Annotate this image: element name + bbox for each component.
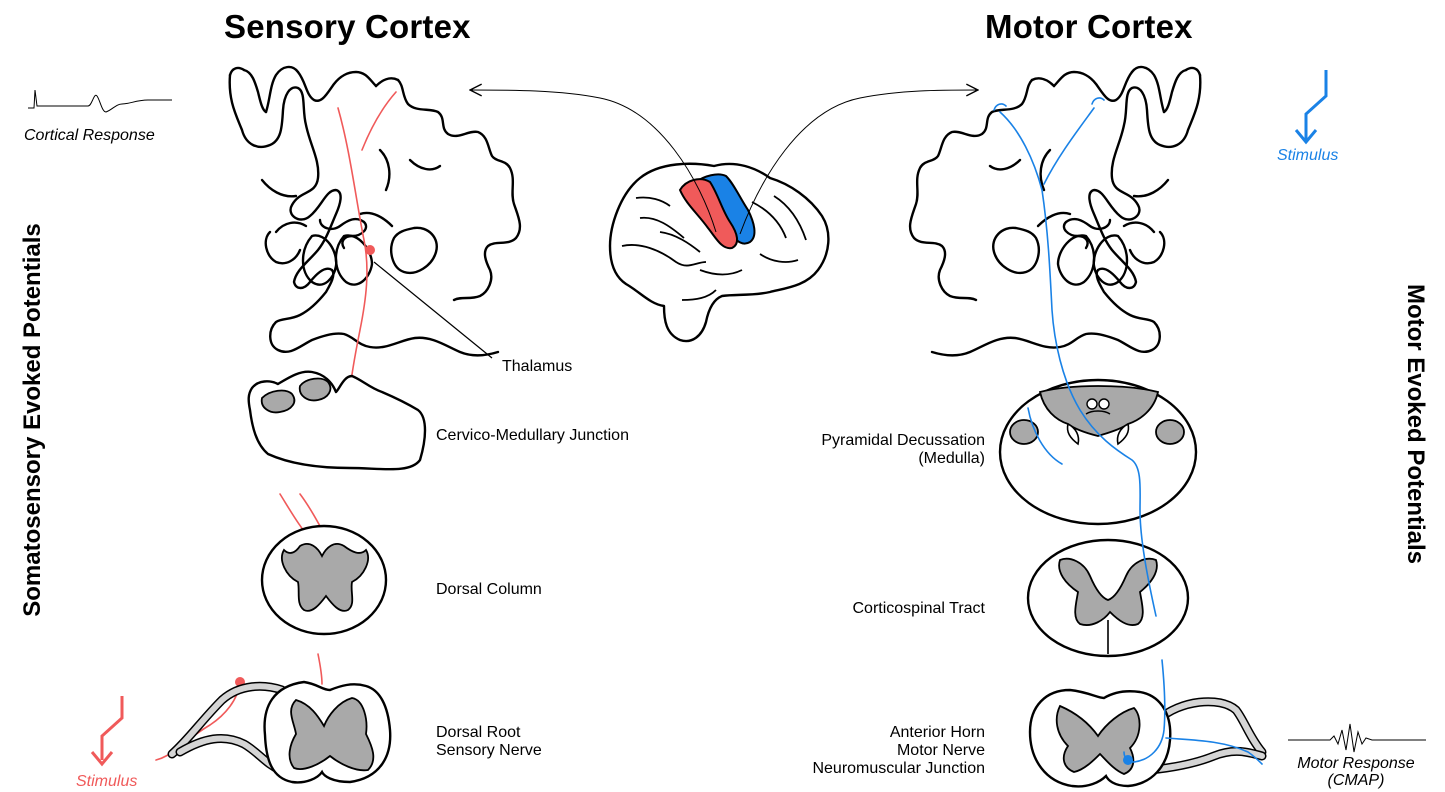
cervico-medullary-junction-shape: [249, 372, 425, 470]
dorsal-root-cord: [172, 682, 390, 782]
motor-cortex-title: Motor Cortex: [985, 8, 1193, 46]
pyramidal-decussation-label: Pyramidal Decussation: [821, 432, 985, 450]
anterior-horn-cord: [1030, 690, 1262, 786]
cmap-label: (CMAP): [1286, 772, 1426, 789]
motor-response-label: Motor Response: [1286, 755, 1426, 772]
dorsal-column-cord: [262, 526, 386, 634]
sensory-coronal-brain: [230, 67, 520, 355]
neuromuscular-node: [1123, 755, 1133, 765]
motor-side-label: Motor Evoked Potentials: [1401, 284, 1429, 564]
motor-stimulus-label: Stimulus: [1277, 147, 1338, 164]
cortical-response-label: Cortical Response: [24, 127, 155, 144]
anterior-horn-label: Anterior Horn: [890, 724, 985, 742]
lightning-stimulus-icon: [92, 696, 122, 764]
cervico-medullary-label: Cervico-Medullary Junction: [436, 427, 629, 445]
sensory-cortex-title: Sensory Cortex: [224, 8, 471, 46]
motor-coronal-brain: [910, 67, 1200, 355]
thalamus-label: Thalamus: [502, 358, 572, 376]
medulla-shape: [1000, 380, 1196, 524]
sensory-nerve-label: Sensory Nerve: [436, 742, 542, 760]
lightning-stimulus-icon: [1296, 70, 1326, 142]
dorsal-column-label: Dorsal Column: [436, 581, 542, 599]
motor-nerve-label: Motor Nerve: [897, 742, 985, 760]
somatosensory-side-label: Somatosensory Evoked Potentials: [19, 223, 47, 616]
waveform-icon: [1288, 724, 1426, 752]
waveform-icon: [28, 90, 172, 112]
neuromuscular-junction-label: Neuromuscular Junction: [812, 760, 985, 778]
medulla-label: (Medulla): [918, 450, 985, 468]
corticospinal-cord: [1028, 540, 1188, 656]
sensory-stimulus-label: Stimulus: [76, 773, 137, 790]
brain-lateral-icon: [610, 164, 828, 341]
dorsal-root-label: Dorsal Root: [436, 724, 520, 742]
corticospinal-label: Corticospinal Tract: [853, 600, 986, 618]
